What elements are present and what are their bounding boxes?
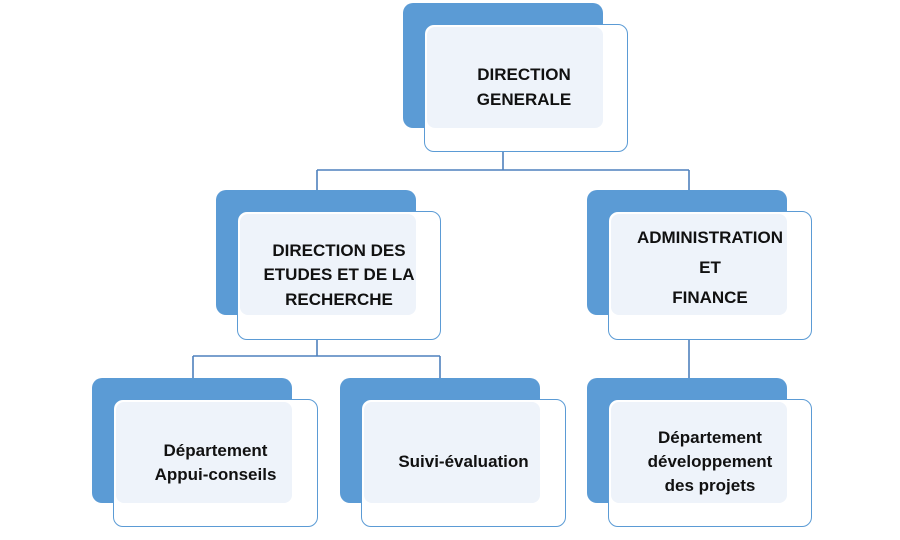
node-card-highlight (611, 402, 787, 503)
label-line: Département (163, 441, 268, 461)
label-line: GENERALE (476, 90, 572, 109)
label-line: DIRECTION (477, 65, 571, 85)
node-label: Département développement des projets (608, 399, 812, 525)
label-line: DIRECTION DES (272, 240, 406, 260)
label-line: développement (647, 452, 773, 472)
node-label: Suivi-évaluation (361, 399, 566, 525)
label-line: ET (699, 258, 721, 278)
label-line: ADMINISTRATION (636, 228, 784, 248)
node-card-highlight (611, 214, 787, 315)
node-label: DIRECTION DES ETUDES ET DE LA RECHERCHE (237, 211, 441, 340)
node-card-highlight (116, 402, 292, 503)
node-label: ADMINISTRATION ET FINANCE (604, 211, 816, 325)
node-card-highlight (240, 214, 416, 315)
label-line: ETUDES ET DE LA (263, 265, 415, 285)
label-line: Département (658, 428, 762, 448)
label-line: des projets (664, 475, 756, 495)
label-line: Appui-conseils (154, 465, 277, 484)
node-card-highlight (427, 27, 603, 128)
node-label: DIRECTION GENERALE (424, 24, 624, 152)
label-line: FINANCE (672, 287, 748, 307)
label-line: Suivi-évaluation (398, 451, 529, 471)
node-label: Département Appui-conseils (113, 399, 318, 527)
node-card-highlight (364, 402, 540, 503)
label-line: RECHERCHE (285, 289, 393, 309)
